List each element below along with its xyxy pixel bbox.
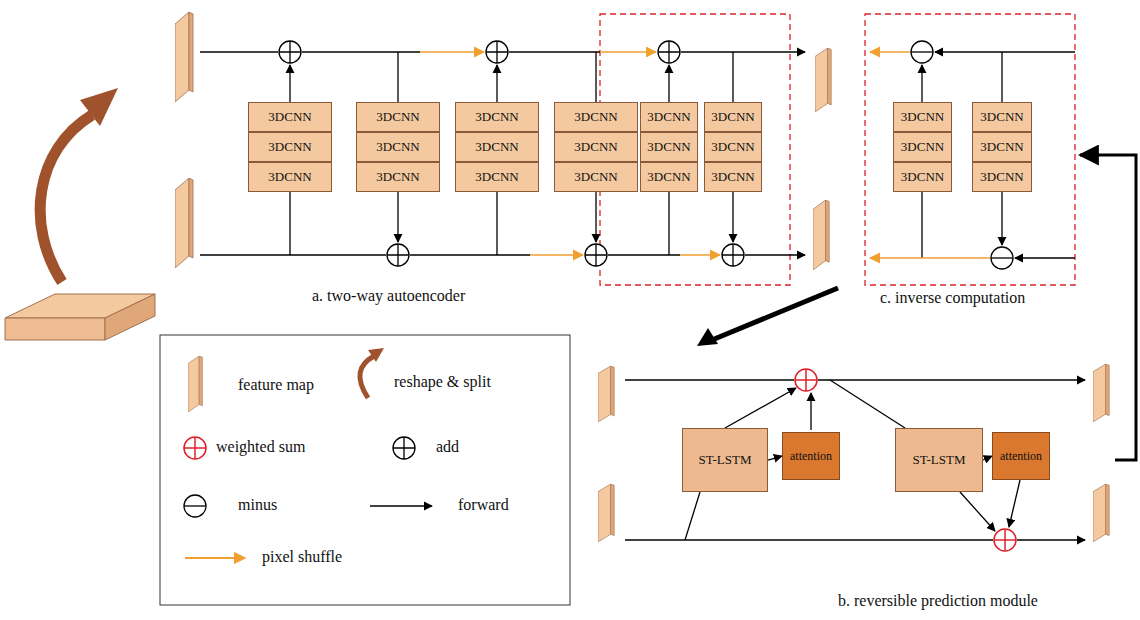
box-label: 3DCNN [268, 109, 311, 125]
box-label: 3DCNN [376, 169, 419, 185]
box-label: 3DCNN [711, 109, 754, 125]
cnn-block: 3DCNN [356, 102, 440, 132]
box-label: 3DCNN [574, 169, 617, 185]
section-caption: b. reversible prediction module [838, 592, 1038, 610]
connector-arrow [768, 456, 782, 460]
cnn-block: 3DCNN [972, 132, 1032, 162]
cnn-block: 3DCNN [356, 132, 440, 162]
cnn-block: 3DCNN [248, 102, 332, 132]
connector-arrow [983, 456, 992, 460]
legend-text: forward [458, 496, 509, 514]
cnn-block: 3DCNN [893, 162, 952, 192]
cnn-block: 3DCNN [455, 162, 539, 192]
attention-box: attention [782, 432, 840, 480]
box-label: 3DCNN [980, 109, 1023, 125]
box-label: 3DCNN [901, 109, 944, 125]
box-label: 3DCNN [475, 139, 518, 155]
attention-box: attention [992, 432, 1050, 480]
box-label: 3DCNN [574, 109, 617, 125]
box-label: 3DCNN [901, 139, 944, 155]
st-lstm-box: ST-LSTM [895, 428, 983, 492]
box-label: 3DCNN [268, 169, 311, 185]
cnn-block: 3DCNN [640, 162, 698, 192]
cnn-block: 3DCNN [704, 102, 762, 132]
box-label: 3DCNN [647, 139, 690, 155]
cnn-block: 3DCNN [972, 102, 1032, 132]
box-label: 3DCNN [901, 169, 944, 185]
cnn-block: 3DCNN [893, 132, 952, 162]
cnn-block: 3DCNN [248, 132, 332, 162]
cnn-block: 3DCNN [640, 132, 698, 162]
box-label: ST-LSTM [913, 452, 966, 468]
box-label: 3DCNN [711, 139, 754, 155]
box-label: 3DCNN [711, 169, 754, 185]
cnn-block: 3DCNN [640, 102, 698, 132]
cnn-block: 3DCNN [356, 162, 440, 192]
legend-text: feature map [238, 376, 314, 394]
box-label: 3DCNN [475, 169, 518, 185]
box-label: 3DCNN [376, 139, 419, 155]
box-label: attention [790, 449, 832, 464]
cnn-block: 3DCNN [972, 162, 1032, 192]
legend-text: minus [238, 496, 277, 514]
cnn-block: 3DCNN [554, 102, 638, 132]
box-label: ST-LSTM [699, 452, 752, 468]
box-label: 3DCNN [980, 169, 1023, 185]
box-label: 3DCNN [268, 139, 311, 155]
cnn-block: 3DCNN [704, 132, 762, 162]
cnn-block: 3DCNN [248, 162, 332, 192]
legend-text: pixel shuffle [262, 548, 342, 566]
legend-text: weighted sum [216, 438, 305, 456]
legend-text: reshape & split [394, 373, 491, 391]
cnn-block: 3DCNN [893, 102, 952, 132]
box-label: 3DCNN [475, 109, 518, 125]
box-label: 3DCNN [647, 109, 690, 125]
cnn-block: 3DCNN [704, 162, 762, 192]
legend-text: add [436, 438, 459, 456]
st-lstm-box: ST-LSTM [682, 428, 768, 492]
box-label: attention [1000, 449, 1042, 464]
section-caption: a. two-way autoencoder [312, 287, 465, 305]
section-caption: c. inverse computation [880, 289, 1025, 307]
cnn-block: 3DCNN [554, 162, 638, 192]
box-label: 3DCNN [647, 169, 690, 185]
box-label: 3DCNN [980, 139, 1023, 155]
box-label: 3DCNN [574, 139, 617, 155]
cnn-block: 3DCNN [455, 102, 539, 132]
box-label: 3DCNN [376, 109, 419, 125]
cnn-block: 3DCNN [455, 132, 539, 162]
cnn-block: 3DCNN [554, 132, 638, 162]
